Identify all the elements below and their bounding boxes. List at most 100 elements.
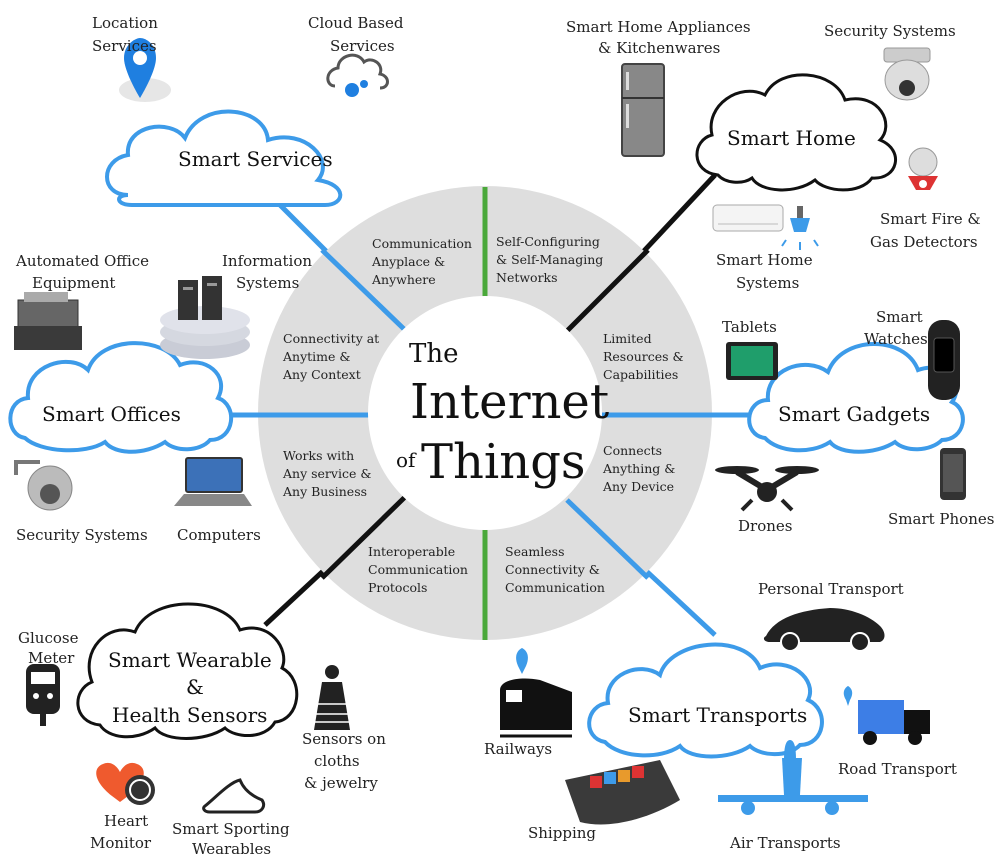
- car-icon: [763, 608, 885, 652]
- svg-text:Anything &: Anything &: [602, 461, 675, 476]
- smart-watch-icon: [928, 320, 960, 400]
- cloud-label-transports: Smart Transports: [628, 703, 807, 727]
- title-the: The: [409, 339, 458, 369]
- label-road-transport: Road Transport: [838, 760, 957, 778]
- svg-text:Services: Services: [92, 37, 157, 55]
- laptop-icon: [174, 457, 252, 506]
- svg-text:Watches: Watches: [864, 330, 928, 348]
- label-drones: Drones: [738, 517, 792, 535]
- cloud-label-gadgets: Smart Gadgets: [778, 402, 930, 426]
- dress-icon: [314, 665, 350, 730]
- svg-text:Protocols: Protocols: [368, 580, 427, 595]
- truck-icon: [843, 686, 930, 745]
- label-sensors-cloth: Sensors on cloths & jewelry: [302, 730, 386, 792]
- svg-text:Gas Detectors: Gas Detectors: [870, 233, 978, 251]
- label-security-office: Security Systems: [16, 526, 148, 544]
- svg-text:Resources &: Resources &: [603, 349, 684, 364]
- svg-text:Connects: Connects: [603, 443, 662, 458]
- ring-spoke-wearable: [320, 495, 407, 580]
- svg-text:Communication: Communication: [368, 562, 468, 577]
- svg-text:Smart Fire &: Smart Fire &: [880, 210, 981, 228]
- svg-text:Connectivity at: Connectivity at: [283, 331, 379, 346]
- svg-text:Equipment: Equipment: [32, 274, 115, 292]
- title-internet: Internet: [410, 374, 609, 430]
- cloud-smart-wearable: Smart Wearable & Health Sensors: [76, 602, 299, 740]
- svg-text:& Self-Managing: & Self-Managing: [496, 252, 603, 267]
- feature-interoperable: Interoperable Communication Protocols: [368, 544, 468, 595]
- train-icon: [500, 648, 572, 738]
- svg-text:Smart Home: Smart Home: [716, 251, 813, 269]
- svg-text:Works with: Works with: [283, 448, 354, 463]
- label-home-systems: Smart Home Systems: [716, 251, 813, 292]
- label-computers: Computers: [177, 526, 261, 544]
- title-things: Things: [421, 434, 586, 490]
- label-tablets: Tablets: [722, 318, 777, 336]
- security-camera-icon: [883, 47, 931, 101]
- tablet-icon: [726, 342, 778, 380]
- svg-text:Wearables: Wearables: [192, 840, 271, 857]
- label-air-transports: Air Transports: [729, 834, 841, 852]
- cloud-gear-icon: [326, 53, 389, 97]
- title-of: of: [396, 448, 417, 472]
- cloud-smart-home: Smart Home: [695, 73, 897, 192]
- svg-text:Systems: Systems: [736, 274, 799, 292]
- svg-text:Services: Services: [330, 37, 395, 55]
- svg-text:Seamless: Seamless: [505, 544, 565, 559]
- label-info-systems: Information Systems: [222, 252, 312, 292]
- svg-text:Information: Information: [222, 252, 312, 270]
- cloud-label-wearable-3: Health Sensors: [112, 703, 267, 727]
- airplane-icon: [718, 740, 868, 815]
- ship-icon: [565, 760, 680, 825]
- svg-text:Communication: Communication: [372, 236, 472, 251]
- svg-text:Any Business: Any Business: [282, 484, 367, 499]
- fire-detector-icon: [908, 147, 938, 190]
- feature-seamless: Seamless Connectivity & Communication: [505, 544, 605, 595]
- cloud-label-home: Smart Home: [727, 126, 856, 150]
- svg-text:cloths: cloths: [314, 752, 360, 770]
- label-heart-monitor: Heart Monitor: [90, 812, 152, 852]
- svg-text:Connectivity &: Connectivity &: [505, 562, 600, 577]
- label-cloud-based: Cloud Based Services: [308, 14, 404, 55]
- svg-text:Any service &: Any service &: [282, 466, 371, 481]
- cloud-smart-services: Smart Services: [105, 109, 343, 207]
- svg-text:Anytime &: Anytime &: [282, 349, 351, 364]
- svg-text:Smart Sporting: Smart Sporting: [172, 820, 290, 838]
- svg-text:Glucose: Glucose: [18, 629, 79, 647]
- svg-text:Networks: Networks: [496, 270, 558, 285]
- cloud-smart-gadgets: Smart Gadgets: [747, 342, 965, 454]
- label-sporting: Smart Sporting Wearables: [172, 820, 290, 857]
- label-railways: Railways: [484, 740, 552, 758]
- sneaker-icon: [202, 778, 266, 814]
- light-bulb-icon: [781, 206, 819, 250]
- svg-text:Smart: Smart: [876, 308, 923, 326]
- cloud-label-wearable-1: Smart Wearable: [108, 648, 272, 672]
- label-phones: Smart Phones: [888, 510, 994, 528]
- svg-text:Smart Home Appliances: Smart Home Appliances: [566, 18, 751, 36]
- server-stack-icon: [160, 276, 250, 359]
- svg-text:Interoperable: Interoperable: [368, 544, 455, 559]
- svg-text:Limited: Limited: [603, 331, 652, 346]
- office-printer-icon: [14, 292, 82, 350]
- svg-text:Anyplace &: Anyplace &: [371, 254, 445, 269]
- location-pin-icon: [119, 38, 171, 102]
- svg-text:Automated Office: Automated Office: [15, 252, 149, 270]
- glucose-meter-icon: [26, 664, 60, 726]
- dome-camera-icon: [14, 460, 73, 511]
- svg-text:Cloud Based: Cloud Based: [308, 14, 404, 32]
- svg-text:Capabilities: Capabilities: [603, 367, 678, 382]
- cloud-label-wearable-2: &: [186, 675, 204, 699]
- svg-text:Anywhere: Anywhere: [371, 272, 436, 287]
- svg-text:Location: Location: [92, 14, 158, 32]
- ring-spoke-services: [320, 248, 407, 332]
- drone-icon: [715, 466, 819, 512]
- cloud-label-services: Smart Services: [178, 147, 333, 171]
- ring-spoke-transports: [565, 498, 650, 580]
- svg-text:& jewelry: & jewelry: [304, 774, 378, 792]
- label-watches: Smart Watches: [864, 308, 928, 348]
- heart-monitor-icon: [96, 762, 155, 805]
- feature-connects: Connects Anything & Any Device: [602, 443, 675, 494]
- refrigerator-icon: [621, 63, 665, 157]
- label-home-appliances: Smart Home Appliances & Kitchenwares: [566, 18, 751, 57]
- svg-text:& Kitchenwares: & Kitchenwares: [598, 39, 720, 57]
